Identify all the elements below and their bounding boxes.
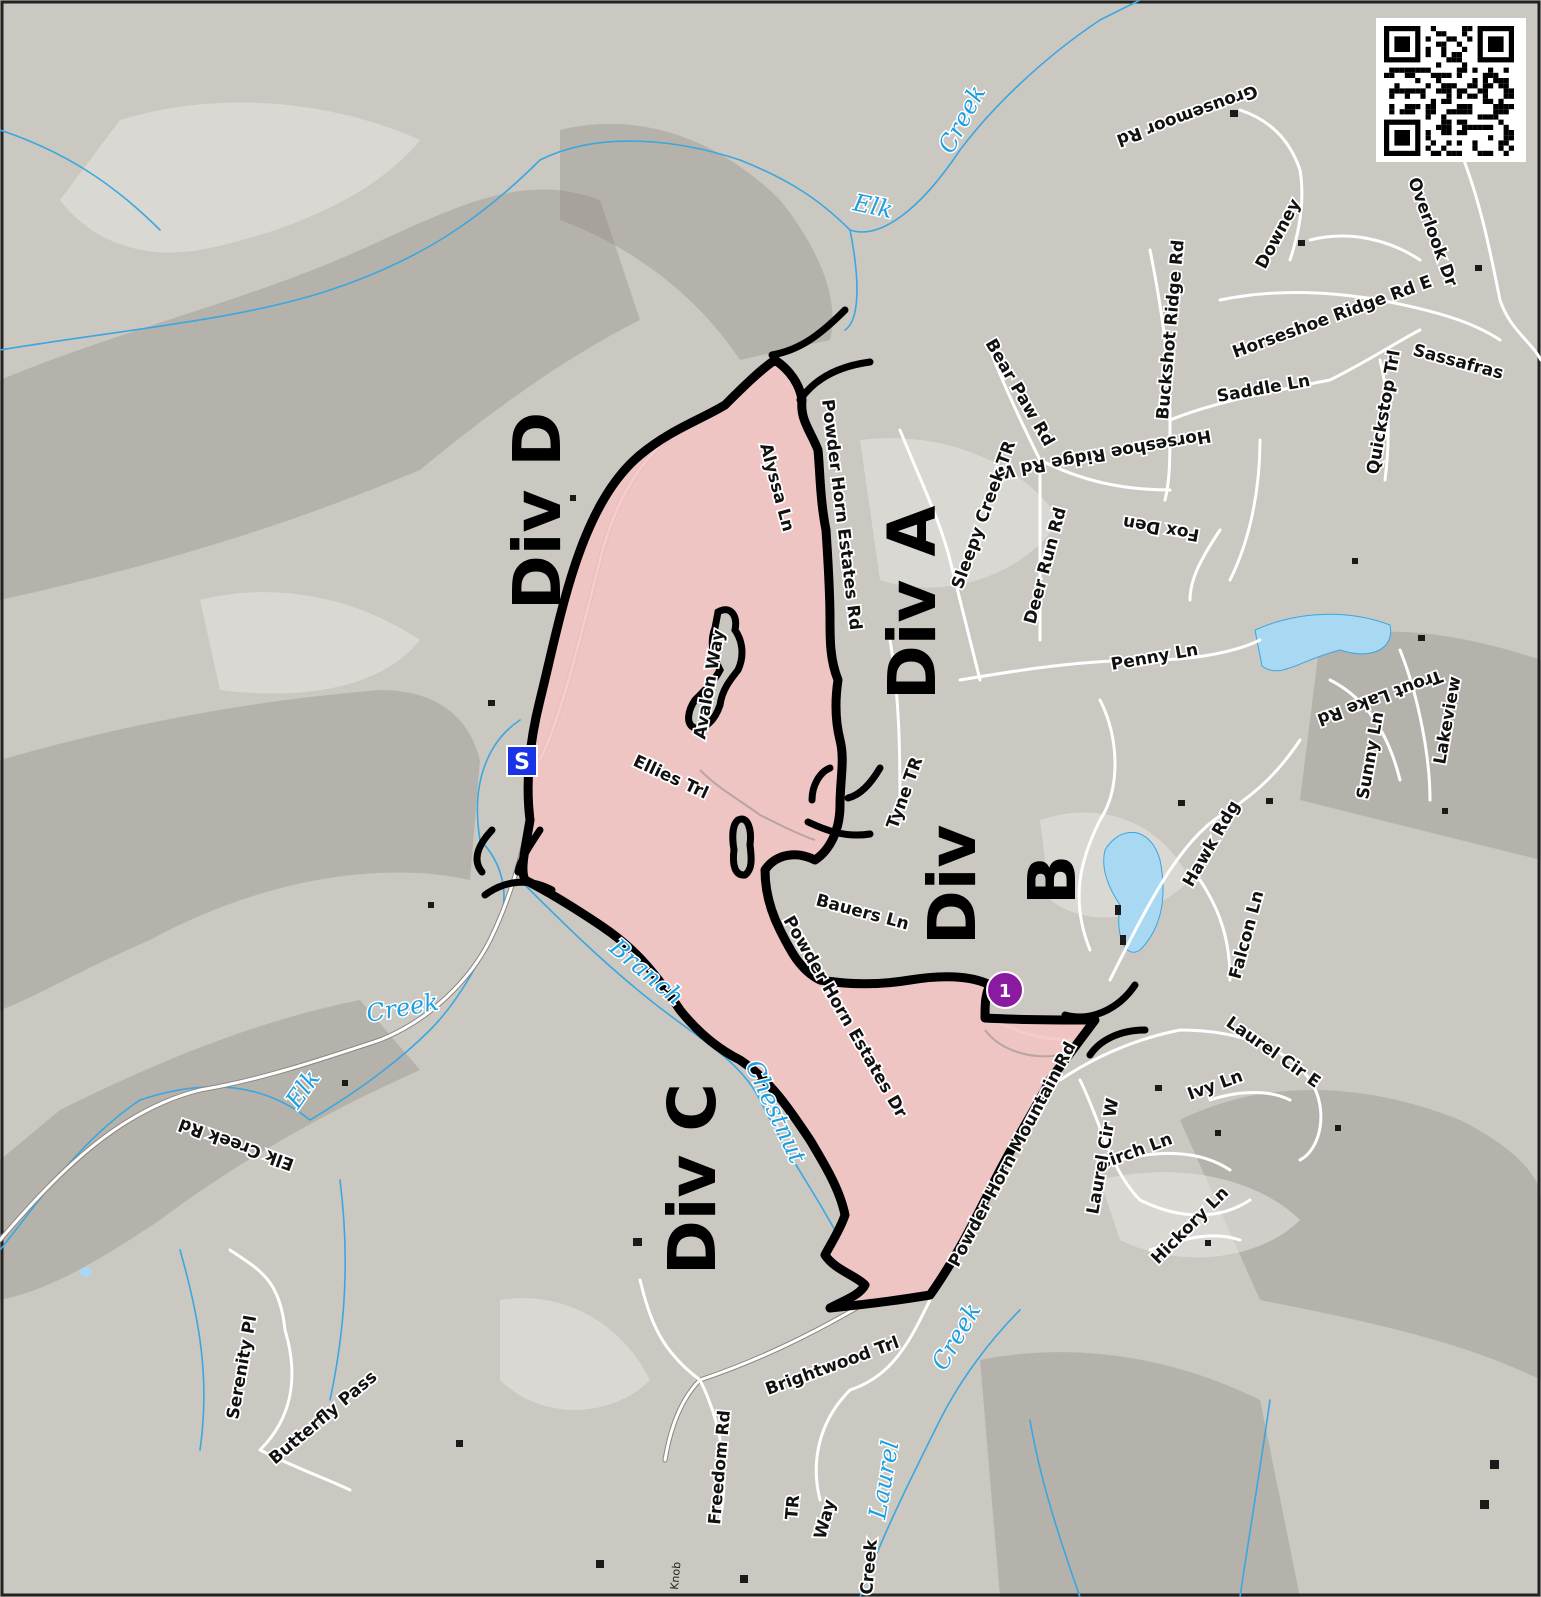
trout-lake	[1254, 613, 1392, 672]
div-a-label: Div A	[874, 506, 951, 701]
streams	[0, 0, 1271, 1597]
pond	[1103, 832, 1164, 953]
road-label-knob: Knob	[668, 1561, 683, 1590]
interior-track	[699, 769, 816, 841]
elk-creek-label-top-elk: Elk	[850, 188, 896, 224]
qr-code[interactable]	[1376, 18, 1526, 162]
structures	[342, 110, 1499, 1583]
unburned-island-2	[729, 815, 755, 879]
staging-marker-label: S	[514, 750, 530, 775]
small-pond	[80, 1267, 92, 1277]
div-d-label: Div D	[499, 412, 576, 610]
div-c-label: Div C	[654, 1083, 731, 1275]
road-label-creek-way-tr: TR	[782, 1494, 804, 1520]
div-b-left-label: Div	[914, 825, 991, 945]
unburned-island-1	[685, 606, 746, 732]
qr-code-pattern	[1384, 26, 1514, 156]
terrain-shading	[0, 102, 1541, 1597]
division-labels: Div D Div A Div B Div C	[499, 412, 1091, 1275]
division-breaks	[473, 306, 1149, 1059]
point-one-marker[interactable]: 1	[986, 971, 1024, 1009]
staging-marker[interactable]: S	[506, 745, 538, 777]
div-b-top-label: B	[1014, 855, 1091, 905]
fire-perimeter	[518, 355, 1100, 1313]
point-one-marker-label: 1	[999, 981, 1012, 1002]
interior-track-2	[984, 1029, 1061, 1058]
